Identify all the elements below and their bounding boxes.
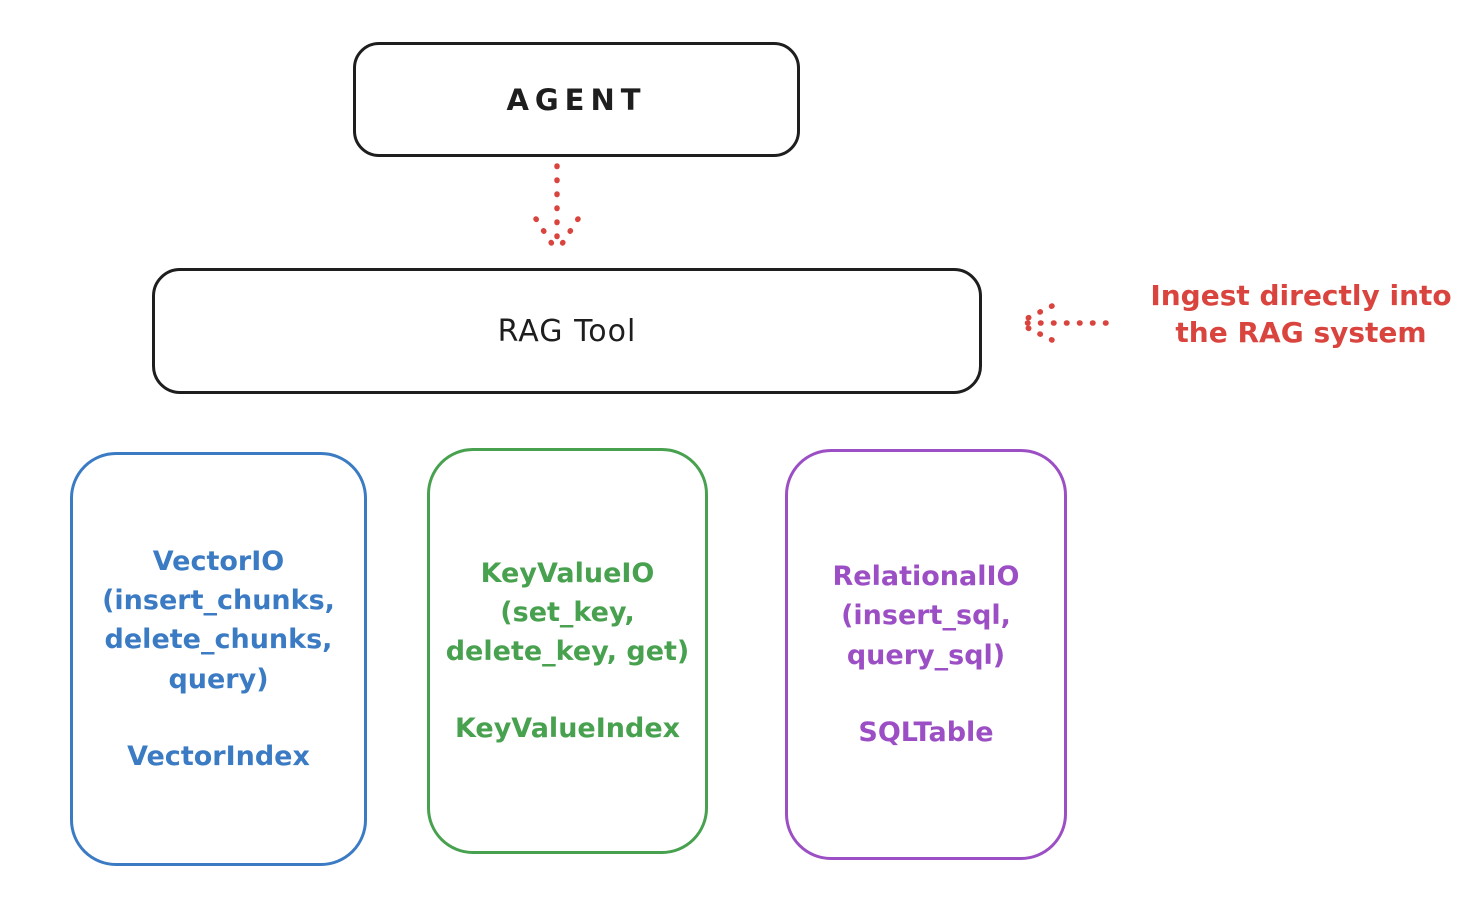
dotted-arrow-left-icon [1019,303,1109,343]
vector-io-box: VectorIO (insert_chunks, delete_chunks, … [70,452,367,866]
agent-box: AGENT [353,42,800,157]
io-box-line: delete_key, get) [445,636,690,667]
keyvalue-io-box: KeyValueIO (set_key, delete_key, get) Ke… [427,448,708,854]
io-box-line: VectorIO [152,546,285,578]
rag-tool-label: RAG Tool [497,313,637,349]
rag-tool-box: RAG Tool [152,268,982,394]
io-box-line: query_sql) [846,639,1006,671]
annotation-line: Ingest directly into [1150,279,1452,312]
io-box-line: (insert_chunks, [102,585,335,617]
relational-io-box: RelationalIO (insert_sql, query_sql) SQL… [785,449,1067,860]
io-box-line: query) [168,663,269,695]
annotation-line: the RAG system [1175,315,1427,349]
io-box-line: (insert_sql, [841,600,1011,632]
io-box-line: KeyValueIO [480,557,655,589]
io-box-line: (set_key, [500,596,635,628]
io-box-line: delete_chunks, [104,624,333,656]
dotted-arrow-down-icon [533,163,581,252]
index-label: SQLTable [858,716,994,748]
agent-label: AGENT [506,82,647,117]
index-label: KeyValueIndex [454,713,681,745]
ingest-annotation: Ingest directly into the RAG system [1118,278,1484,352]
io-box-line: RelationalIO [832,561,1020,593]
index-label: VectorIndex [127,740,310,772]
